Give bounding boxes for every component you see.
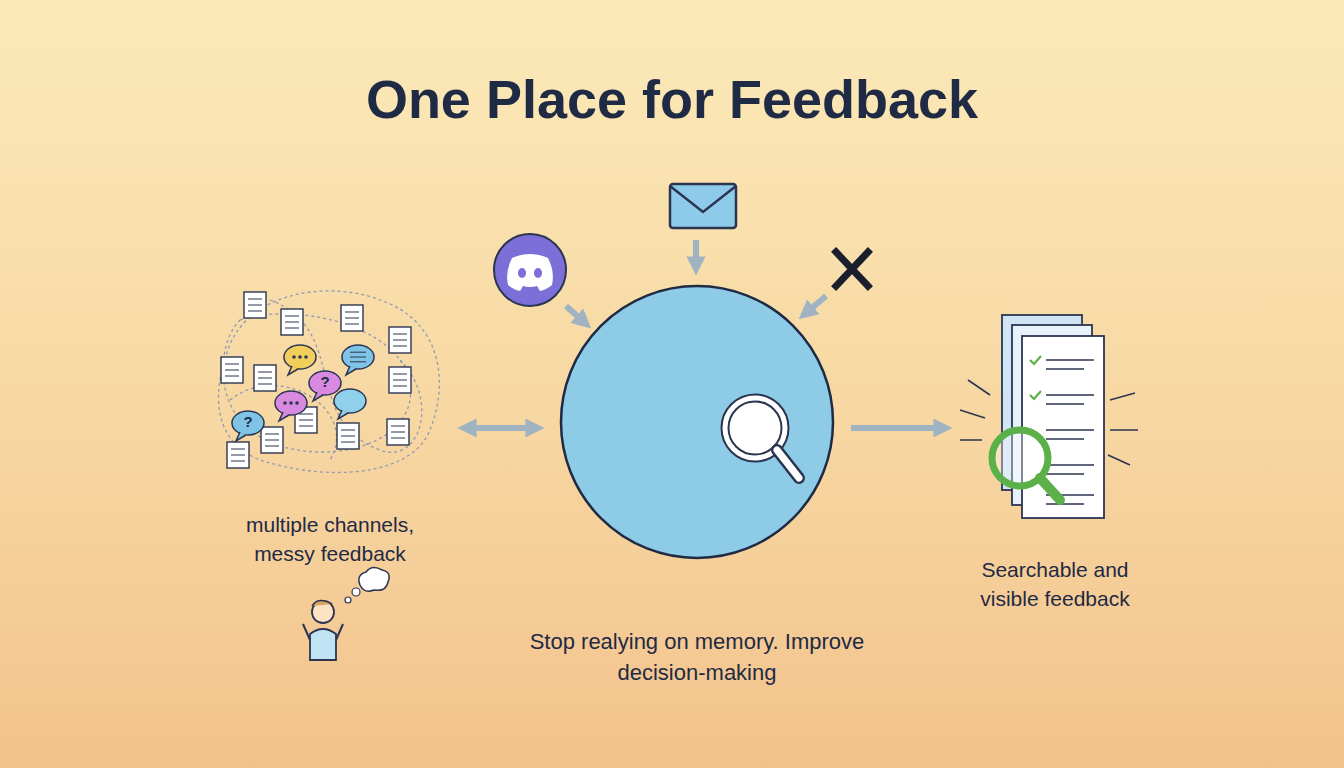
confused-person [303, 567, 389, 660]
chat-bubble [342, 345, 374, 375]
input-arrow [566, 306, 584, 322]
bubble-mark: ? [238, 412, 258, 432]
discord-icon [494, 234, 566, 306]
chat-bubble [334, 389, 366, 419]
document-icon [254, 365, 276, 391]
x-icon [836, 252, 868, 286]
node-label: Stop realying on memory. Improve decisio… [527, 627, 867, 689]
flow-arrow [467, 425, 535, 431]
document-icon [281, 309, 303, 335]
chat-bubble [232, 411, 264, 441]
input-arrow [806, 296, 826, 313]
result-stack: Searchable and visible feedback [955, 310, 1155, 618]
document-icon [221, 357, 243, 383]
document-icon [389, 367, 411, 393]
hub-circle: Stop realying on memory. Improve decisio… [547, 282, 847, 692]
document-icon [244, 292, 266, 318]
flow-arrow [851, 425, 943, 431]
document-icon [227, 442, 249, 468]
messy-cluster [218, 291, 439, 473]
document-icon [389, 327, 411, 353]
hub-circle-shape [547, 282, 847, 562]
chat-bubble [275, 391, 307, 421]
document-icon [341, 305, 363, 331]
diagram-title: One Place for Feedback [0, 68, 1344, 130]
node-label: multiple channels, messy feedback [220, 510, 440, 569]
document-icon [387, 419, 409, 445]
organized-documents [960, 315, 1138, 518]
email-icon [670, 184, 736, 228]
input-arrow [693, 240, 699, 266]
document-icon [261, 427, 283, 453]
chat-bubble [284, 345, 316, 375]
node-label: Searchable and visible feedback [955, 555, 1155, 614]
document-icon [337, 423, 359, 449]
bubble-mark: ? [315, 372, 335, 392]
channel-group: multiple channels, messy feedback [205, 285, 455, 665]
